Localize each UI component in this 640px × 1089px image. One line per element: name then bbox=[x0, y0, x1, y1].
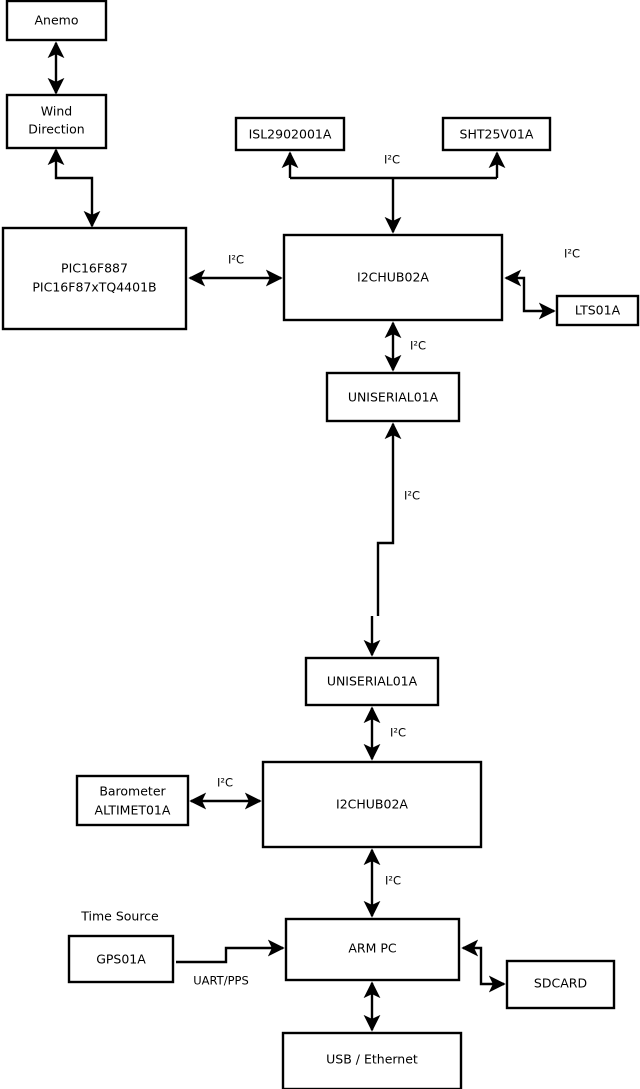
node-i2chub02a-top[interactable]: I2CHUB02A bbox=[282, 233, 504, 322]
node-label-barometer-line2: ALTIMET01A bbox=[95, 803, 171, 818]
node-label-armpc: ARM PC bbox=[348, 941, 397, 956]
edges bbox=[47, 41, 556, 1032]
node-lts01a[interactable]: LTS01A bbox=[555, 294, 640, 327]
node-gps01a[interactable]: GPS01A bbox=[67, 934, 175, 984]
edge-armpc-sdcard bbox=[461, 939, 506, 993]
node-wind-direction[interactable]: Wind Direction bbox=[5, 93, 108, 150]
node-label-uniserial-top: UNISERIAL01A bbox=[348, 390, 439, 405]
edge-uniserial-link bbox=[376, 422, 402, 616]
node-uniserial01a-top[interactable]: UNISERIAL01A bbox=[325, 371, 461, 423]
node-sdcard[interactable]: SDCARD bbox=[505, 959, 616, 1010]
node-usb-ethernet[interactable]: USB / Ethernet bbox=[281, 1031, 463, 1089]
node-label-usbeth: USB / Ethernet bbox=[326, 1052, 418, 1067]
node-label-pic-line1: PIC16F887 bbox=[61, 261, 128, 276]
edge-label-hub-lts: I²C bbox=[564, 247, 580, 261]
edge-label-hub2-arm: I²C bbox=[385, 874, 401, 888]
edge-label-hub-uniserial: I²C bbox=[410, 339, 426, 353]
node-isl2902001a[interactable]: ISL2902001A bbox=[234, 116, 346, 152]
edge-labels: I²C I²C I²C I²C I²C I²C I²C I²C UART/PPS bbox=[193, 153, 580, 988]
edge-label-uniserial-link: I²C bbox=[404, 489, 420, 503]
node-label-anemo: Anemo bbox=[35, 13, 79, 28]
node-pic-mcu[interactable]: PIC16F887 PIC16F87xTQ4401B bbox=[1, 226, 188, 331]
node-label-lts: LTS01A bbox=[575, 303, 621, 318]
node-label-hub-bottom: I2CHUB02A bbox=[336, 797, 408, 812]
node-uniserial01a-bottom[interactable]: UNISERIAL01A bbox=[304, 656, 440, 707]
node-barometer-altimet01a[interactable]: Barometer ALTIMET01A bbox=[75, 774, 190, 827]
node-label-wind-line1: Wind bbox=[41, 104, 72, 119]
edge-label-pic-hub: I²C bbox=[228, 253, 244, 267]
free-labels: Time Source bbox=[80, 909, 159, 924]
node-label-barometer-line1: Barometer bbox=[99, 784, 166, 799]
node-anemo[interactable]: Anemo bbox=[5, 0, 108, 42]
node-i2chub02a-bottom[interactable]: I2CHUB02A bbox=[261, 760, 483, 849]
node-label-isl: ISL2902001A bbox=[249, 127, 332, 142]
edge-gps-armpc bbox=[176, 939, 285, 964]
node-arm-pc[interactable]: ARM PC bbox=[284, 917, 461, 982]
edge-label-uniserial-hub2: I²C bbox=[390, 726, 406, 740]
node-label-uniserial-bottom: UNISERIAL01A bbox=[327, 674, 418, 689]
edge-pic-wind bbox=[47, 148, 101, 228]
edge-label-sensors-hub: I²C bbox=[384, 153, 400, 167]
edge-label-baro-hub2: I²C bbox=[217, 776, 233, 790]
node-label-sdcard: SDCARD bbox=[534, 976, 587, 991]
node-label-wind-line2: Direction bbox=[28, 122, 84, 137]
node-sht25v01a[interactable]: SHT25V01A bbox=[441, 116, 552, 152]
node-label-sht: SHT25V01A bbox=[460, 127, 534, 142]
label-time-source: Time Source bbox=[80, 909, 159, 924]
edge-hubtop-lts bbox=[504, 269, 556, 320]
node-label-pic-line2: PIC16F87xTQ4401B bbox=[32, 280, 156, 295]
edge-label-gps-arm: UART/PPS bbox=[193, 974, 249, 988]
node-label-gps: GPS01A bbox=[96, 952, 146, 967]
node-label-hub-top: I2CHUB02A bbox=[357, 270, 429, 285]
